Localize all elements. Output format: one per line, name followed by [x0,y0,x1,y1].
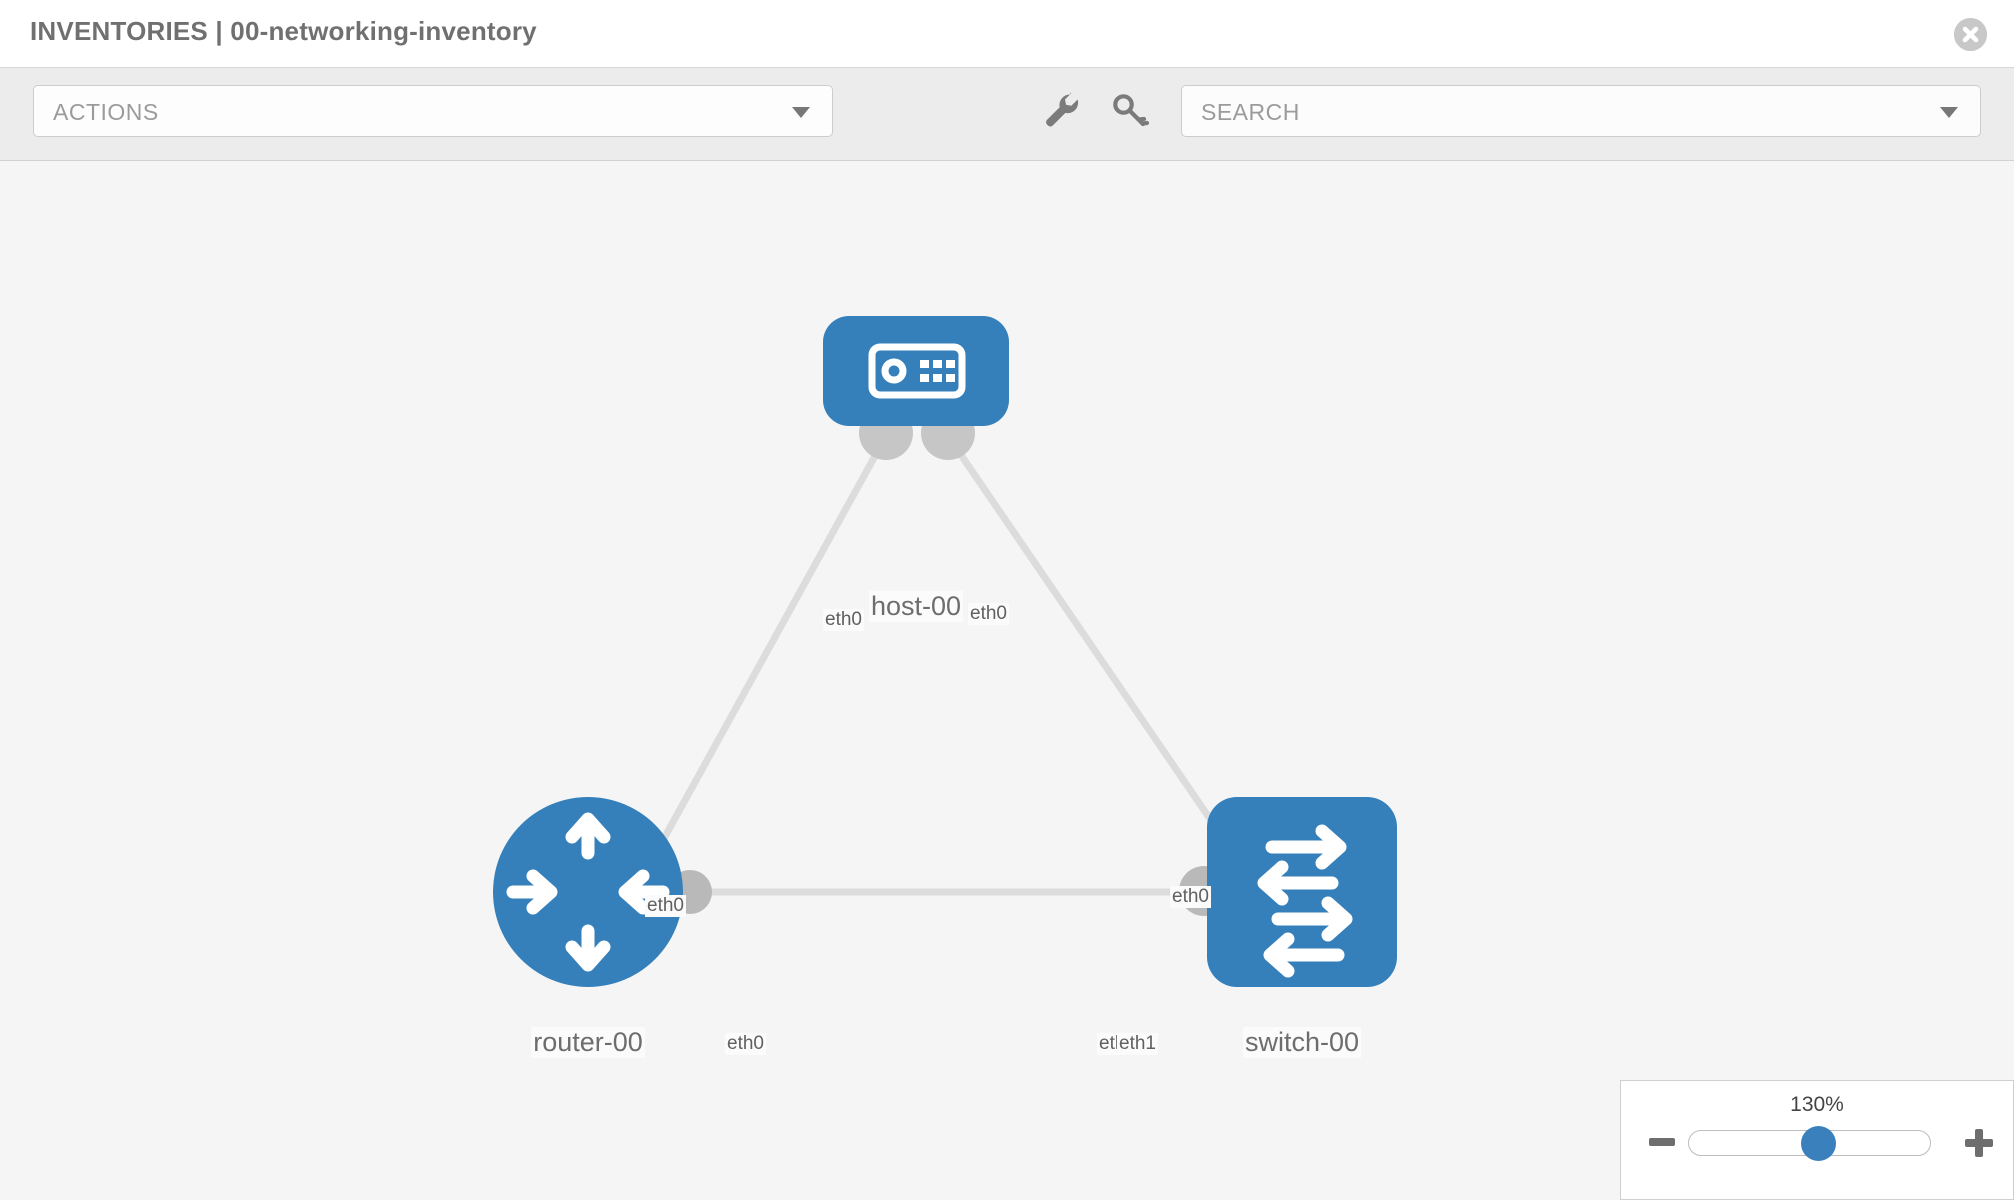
plus-icon[interactable] [1963,1127,1995,1164]
zoom-slider[interactable] [1688,1126,1931,1161]
chevron-down-icon [792,107,810,118]
topology-graph [493,316,1397,987]
iface-label-host-eth0-right: eth0 [968,603,1009,625]
node-router-00[interactable] [493,797,683,987]
actions-dropdown[interactable]: ACTIONS [33,85,833,137]
actions-dropdown-label: ACTIONS [53,99,159,125]
node-label-router-00: router-00 [531,1027,645,1058]
page-title: INVENTORIES | 00-networking-inventory [30,16,537,46]
close-icon[interactable] [1954,18,1987,51]
iface-label-switch-eth1-west: eth1 [1117,1033,1158,1055]
node-label-switch-00: switch-00 [1242,1027,1362,1058]
key-icon[interactable] [1108,88,1152,132]
topology-canvas[interactable]: host-00 router-00 switch-00 eth0 eth0 et… [0,161,2014,1200]
iface-label-switch-eth0-north: eth0 [1170,886,1211,908]
link-host-router [642,434,890,873]
zoom-level-value: 130% [1790,1093,1844,1116]
zoom-slider-thumb[interactable] [1801,1126,1836,1161]
minus-icon[interactable] [1647,1127,1677,1162]
iface-label-router-eth0-east: eth0 [725,1033,766,1055]
router-arrows-icon [506,812,670,972]
wrench-icon[interactable] [1040,88,1084,132]
link-host-switch [945,434,1235,853]
search-input-value: SEARCH [1201,99,1300,125]
server-icon [868,343,966,399]
page-header: INVENTORIES | 00-networking-inventory [0,0,2014,68]
chevron-down-icon[interactable] [1940,107,1958,118]
switch-arrows-icon [1257,824,1353,978]
node-label-host-00: host-00 [868,591,964,622]
iface-label-router-eth0-north: eth0 [645,895,686,917]
iface-label-host-eth0-left: eth0 [823,609,864,631]
node-host-00[interactable] [823,316,1009,426]
node-switch-00[interactable] [1207,797,1397,987]
search-input[interactable]: SEARCH [1181,85,1981,137]
zoom-control-panel: 130% [1620,1080,2014,1200]
